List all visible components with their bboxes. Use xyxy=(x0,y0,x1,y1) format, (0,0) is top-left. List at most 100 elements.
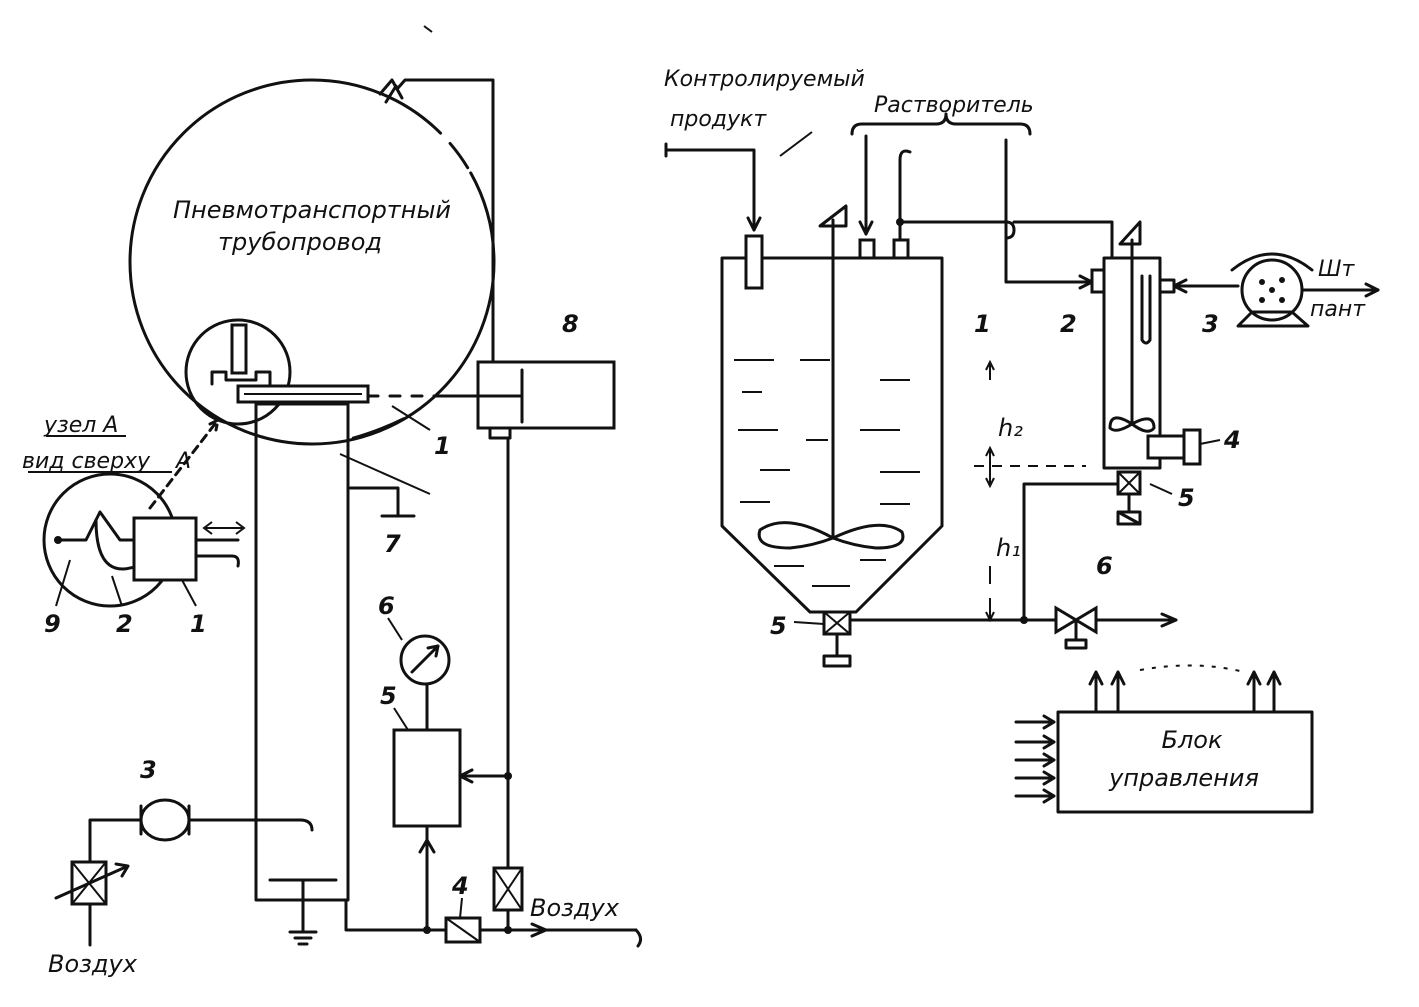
liquid-dashes xyxy=(734,359,920,587)
product-nozzle xyxy=(744,234,764,290)
leader-5 xyxy=(393,707,409,731)
sensor-valve-5-x xyxy=(1117,471,1141,495)
node-letter: А xyxy=(174,449,191,474)
num-6: 6 xyxy=(378,592,395,620)
leader-4 xyxy=(459,897,463,919)
num-1-node: 1 xyxy=(190,610,207,638)
junction-dot-3 xyxy=(504,926,512,934)
vent-hook xyxy=(898,149,912,242)
pipeline-label-line1: Пневмотранспортный xyxy=(173,196,451,224)
air-right-label: Воздух xyxy=(530,894,620,922)
solvent-brace xyxy=(850,112,1032,136)
right-scheme: Контролируемый продукт Растворитель Шт п… xyxy=(664,67,1380,814)
recirculation-line xyxy=(898,138,1114,260)
flowmeter-3 xyxy=(139,798,191,842)
junction-dot-tank xyxy=(896,218,904,226)
solvent-label: Растворитель xyxy=(874,93,1034,118)
junction-dot-1 xyxy=(504,772,512,780)
control-block-line2: управления xyxy=(1108,764,1259,792)
box5-side-arrow xyxy=(458,768,474,784)
node-a-probe xyxy=(230,323,248,375)
detector-4-cap xyxy=(1182,428,1202,466)
pump-housing xyxy=(1230,252,1314,328)
product-label-line1: Контролируемый xyxy=(664,67,865,92)
num-2-node: 2 xyxy=(116,610,133,638)
leader-right-5-tank xyxy=(793,621,825,625)
sensor-inlet xyxy=(1090,268,1106,294)
tank-valve-5-x xyxy=(823,611,851,635)
num-5: 5 xyxy=(380,682,397,710)
valve-4-vertical-symbol xyxy=(493,867,523,911)
right-num-6: 6 xyxy=(1096,552,1113,580)
node-label-line2: вид сверху xyxy=(22,449,151,474)
node-a-pivot-left xyxy=(54,536,62,544)
node-a-clamp xyxy=(210,370,272,388)
leader-9 xyxy=(55,559,71,607)
control-output-dots xyxy=(1139,664,1245,673)
pump-label-line1: Шт xyxy=(1318,257,1356,282)
control-inputs xyxy=(1014,714,1056,804)
junction-dot-2 xyxy=(423,926,431,934)
air-right-arrow xyxy=(530,922,548,938)
pump-rollers xyxy=(1259,277,1285,303)
num-7: 7 xyxy=(384,530,401,558)
pump-to-sensor-arrow xyxy=(1172,278,1188,294)
leader-1-main xyxy=(339,453,431,495)
leader-right-5-sensor xyxy=(1149,483,1173,495)
column-body xyxy=(254,402,350,902)
box5-feed-arrow xyxy=(418,838,436,854)
h2-label: h₂ xyxy=(998,414,1023,442)
agitator-blade xyxy=(757,521,905,550)
flowmeter-3-flanges xyxy=(128,804,191,836)
inlet-pipe xyxy=(88,818,132,864)
sensor-valve-5-handle xyxy=(1116,492,1142,526)
pipeline-flange xyxy=(378,78,404,104)
box-5 xyxy=(392,728,462,828)
agitator-motor xyxy=(818,204,848,228)
control-block xyxy=(1056,710,1314,814)
num-3: 3 xyxy=(140,756,157,784)
return-nozzle xyxy=(892,238,910,260)
detector-4 xyxy=(1146,434,1186,460)
product-arrow xyxy=(746,216,762,232)
solvent-to-sensor xyxy=(1004,236,1094,284)
item-7 xyxy=(348,486,416,518)
leader-1-arc xyxy=(391,405,431,431)
node-a-leader xyxy=(148,418,220,510)
num-4: 4 xyxy=(451,872,469,900)
sensor-impeller xyxy=(1108,416,1156,433)
valve-4-bottom-symbol xyxy=(445,917,481,943)
node-a-actuator xyxy=(194,538,240,568)
right-num-3: 3 xyxy=(1202,310,1219,338)
product-inlet-pipe xyxy=(664,142,756,232)
bottom-air-line xyxy=(344,898,638,932)
sensor-side-tube xyxy=(1140,274,1152,345)
leader-2-node xyxy=(111,575,123,607)
num-1-main: 1 xyxy=(434,432,451,460)
leader-6 xyxy=(387,617,403,641)
leader-right-4 xyxy=(1199,439,1221,445)
tank-valve-5-handle xyxy=(822,632,852,668)
sensor-drain xyxy=(1022,482,1120,622)
sensor-outlet xyxy=(1158,278,1176,294)
air-distributor xyxy=(268,878,338,902)
outlet-line xyxy=(1094,612,1178,628)
pipeline-label-line2: трубопровод xyxy=(218,228,382,256)
num-8: 8 xyxy=(562,310,579,338)
arc-sweep xyxy=(351,417,405,439)
product-label-line2: продукт xyxy=(670,107,767,132)
pump-label-line2: пант xyxy=(1310,297,1366,322)
dimension-lines xyxy=(974,359,1086,623)
left-scheme: Пневмотранспортный трубопровод узел А ви… xyxy=(22,25,643,978)
junction-dot-bottom xyxy=(1020,616,1028,624)
sample-inlet-elbow xyxy=(188,818,314,832)
mark-dot xyxy=(423,25,433,33)
node-label-line1: узел А xyxy=(43,413,118,438)
right-num-1: 1 xyxy=(974,310,991,338)
valve-6-stem xyxy=(1064,618,1088,650)
cylinder-port xyxy=(488,426,512,440)
right-num-4: 4 xyxy=(1223,426,1241,454)
node-a-circle xyxy=(184,318,292,426)
